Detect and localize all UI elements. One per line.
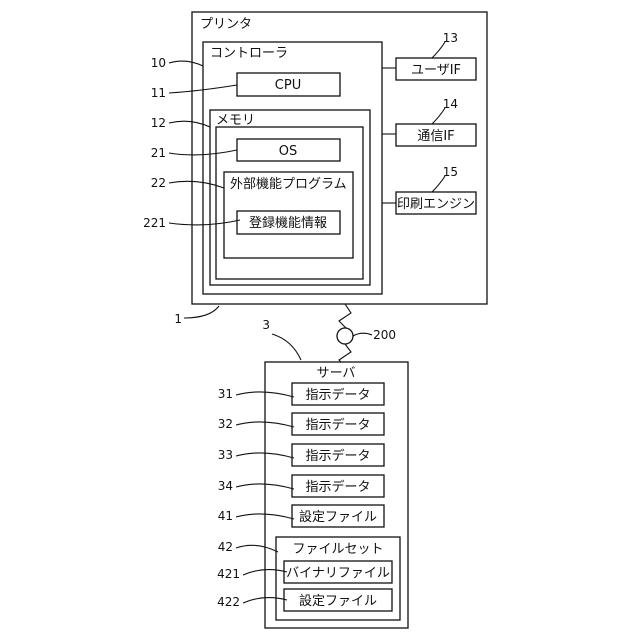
ref-instr-4: 34 [218, 479, 233, 493]
user-if-label: ユーザIF [411, 63, 461, 78]
server-title: サーバ [317, 366, 356, 381]
ref-instr-1: 31 [218, 387, 233, 401]
settings-file-label: 設定ファイル [299, 509, 377, 525]
ref-controller: 10 [151, 56, 166, 70]
instruction-data-label-1: 指示データ [305, 387, 370, 403]
print-engine-label: 印刷エンジン [397, 197, 475, 212]
instruction-data-label-2: 指示データ [305, 417, 370, 433]
os-label: OS [279, 144, 297, 159]
printer-title: プリンタ [200, 17, 252, 32]
network-node [337, 328, 353, 344]
ext-program-title: 外部機能プログラム [230, 177, 347, 192]
ref-fs-settings-file: 422 [217, 595, 240, 609]
ref-file-set: 42 [218, 540, 233, 554]
ref-binary-file: 421 [217, 567, 240, 581]
ref-network: 200 [373, 328, 396, 342]
controller-title: コントローラ [210, 46, 288, 61]
leader-network [353, 333, 372, 336]
ref-os: 21 [151, 146, 166, 160]
file-set-title: ファイルセット [292, 542, 383, 557]
ref-settings-file: 41 [218, 509, 233, 523]
instruction-data-label-3: 指示データ [305, 448, 370, 464]
ref-instr-2: 32 [218, 417, 233, 431]
leader-printer [184, 306, 219, 318]
cpu-label: CPU [275, 78, 301, 93]
binary-file-label: バイナリファイル [286, 566, 390, 581]
ref-memory: 12 [151, 116, 166, 130]
ref-printer: 1 [174, 312, 182, 326]
comm-if-label: 通信IF [417, 129, 454, 144]
ref-instr-3: 33 [218, 448, 233, 462]
memory-title: メモリ [216, 113, 255, 128]
ref-server: 3 [262, 318, 270, 332]
ref-cpu: 11 [151, 86, 166, 100]
leader-server [272, 334, 301, 360]
fs-settings-file-label: 設定ファイル [299, 593, 377, 609]
instruction-data-label-4: 指示データ [305, 479, 370, 495]
ref-ext-program: 22 [151, 176, 166, 190]
ref-reg-info: 221 [143, 216, 166, 230]
reg-info-label: 登録機能情報 [249, 216, 327, 231]
